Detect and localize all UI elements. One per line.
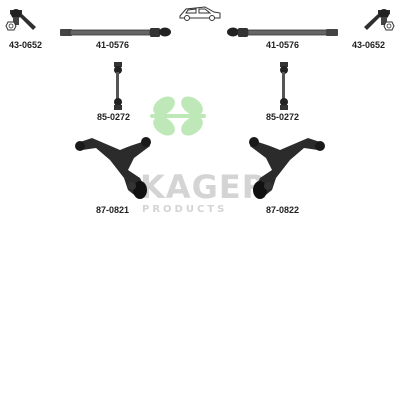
part-number-stabiliser-link-left: 85-0272	[97, 112, 131, 122]
part-number-tie-rod-end-right: 43-0652	[352, 40, 386, 50]
part-number-stabiliser-link-right: 85-0272	[266, 112, 300, 122]
tie-rod-end-right-part	[364, 9, 395, 31]
part-number-tie-rod-end-left: 43-0652	[9, 40, 43, 50]
part-number-control-arm-left: 87-0821	[96, 205, 130, 215]
control-arm-right-part	[249, 137, 325, 199]
control-arm-left-part	[75, 137, 151, 199]
nut-icon	[383, 21, 395, 31]
stabiliser-link-left-part	[114, 62, 122, 110]
part-number-axial-rod-right: 41-0576	[266, 40, 300, 50]
nut-icon	[5, 21, 17, 31]
axial-rod-right-part	[227, 27, 338, 37]
watermark-tagline: PRODUCTS	[142, 204, 228, 215]
part-number-control-arm-right: 87-0822	[266, 205, 300, 215]
car-icon	[179, 6, 221, 21]
part-number-axial-rod-left: 41-0576	[96, 40, 130, 50]
watermark-brand: KAGER	[140, 168, 268, 206]
stabiliser-link-right-part	[280, 62, 288, 110]
clover-leaf-logo	[150, 96, 206, 136]
tie-rod-end-left-part	[5, 9, 36, 31]
axial-rod-left-part	[60, 27, 171, 37]
